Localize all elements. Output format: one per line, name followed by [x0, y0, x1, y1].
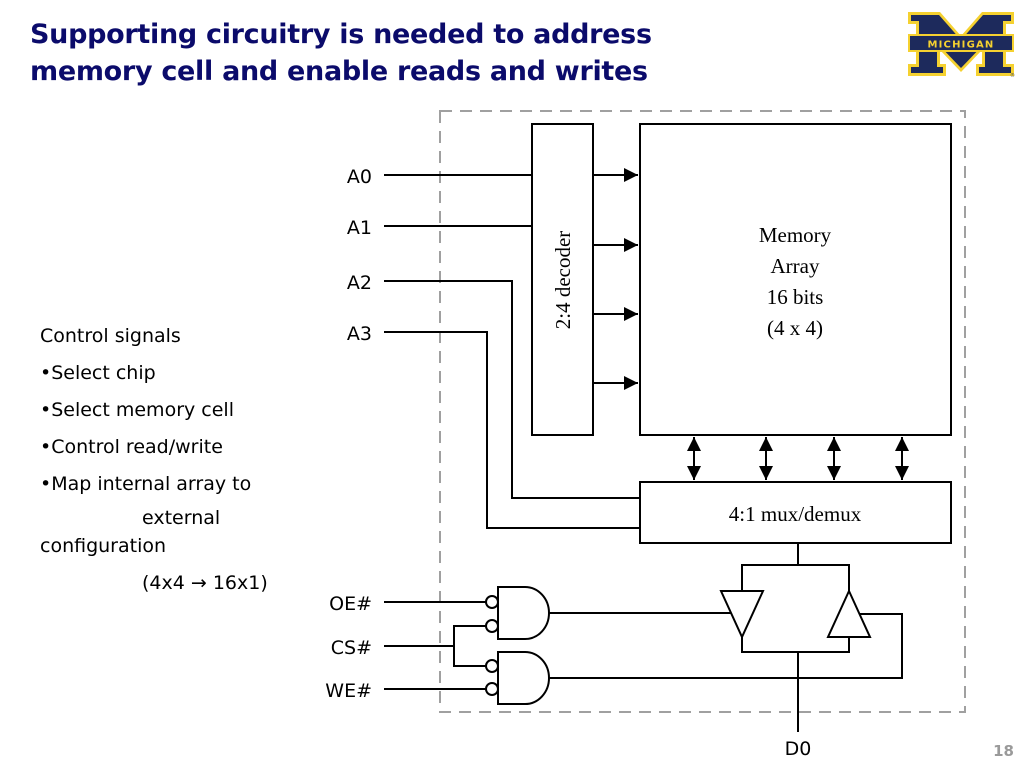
mux-block [639, 481, 952, 544]
label-a1: A1 [347, 217, 372, 239]
bullet-continuation: configuration [40, 535, 167, 557]
label-we: WE# [325, 680, 372, 702]
wire-a2 [384, 280, 640, 499]
memory-array-line-1: Memory [759, 223, 832, 247]
bullet-item: •Map internal array to [40, 473, 252, 495]
logo-band-inner [910, 36, 1012, 50]
and-gate-write [497, 651, 550, 705]
wire-buffer-bottom [741, 636, 850, 653]
chip-boundary [439, 110, 966, 713]
label-oe: OE# [329, 593, 372, 615]
bullets-heading: Control signals [40, 325, 181, 347]
wire-write-enable [549, 613, 903, 679]
mux-label: 4:1 mux/demux [729, 502, 862, 526]
logo-text: MICHIGAN [927, 40, 994, 51]
page-number: 18 [993, 742, 1014, 760]
memory-array-line-3: 16 bits [767, 285, 824, 309]
bullet-item: •Control read/write [40, 436, 223, 458]
and-gate-read [497, 586, 550, 640]
output-buffer [719, 590, 765, 640]
wire-buffer-top [741, 564, 850, 612]
label-a0: A0 [347, 166, 372, 188]
input-buffer [826, 588, 872, 638]
bullet-continuation: external [142, 507, 221, 529]
memory-array-line-2: Array [771, 254, 820, 278]
michigan-logo: MICHIGAN ® [908, 12, 1015, 78]
bullet-item: •Select memory cell [40, 399, 234, 421]
inverter-bubble-cs2 [485, 659, 499, 673]
title-line-2: memory cell and enable reads and writes [30, 56, 648, 87]
memory-array-line-4: (4 x 4) [767, 316, 823, 340]
title-line-1: Supporting circuitry is needed to addres… [30, 19, 652, 50]
slide-title: Supporting circuitry is needed to addres… [30, 16, 730, 90]
control-signals-list: Control signals •Select chip •Select mem… [40, 318, 330, 605]
wire-a3 [384, 331, 640, 529]
bullet-item: •Select chip [40, 362, 156, 384]
label-cs: CS# [331, 637, 372, 659]
inverter-bubble-oe [485, 595, 499, 609]
label-d0: D0 [785, 738, 812, 760]
wire-cs-split [453, 625, 486, 667]
memory-array-block [639, 123, 952, 436]
label-a2: A2 [347, 272, 372, 294]
label-a3: A3 [347, 323, 372, 345]
logo-registered: ® [1010, 72, 1015, 78]
bullet-mapping: (4x4 → 16x1) [142, 572, 268, 594]
inverter-bubble-we [485, 682, 499, 696]
inverter-bubble-cs1 [485, 619, 499, 633]
decoder-block [531, 123, 594, 436]
decoder-label: 2:4 decoder [551, 231, 575, 330]
